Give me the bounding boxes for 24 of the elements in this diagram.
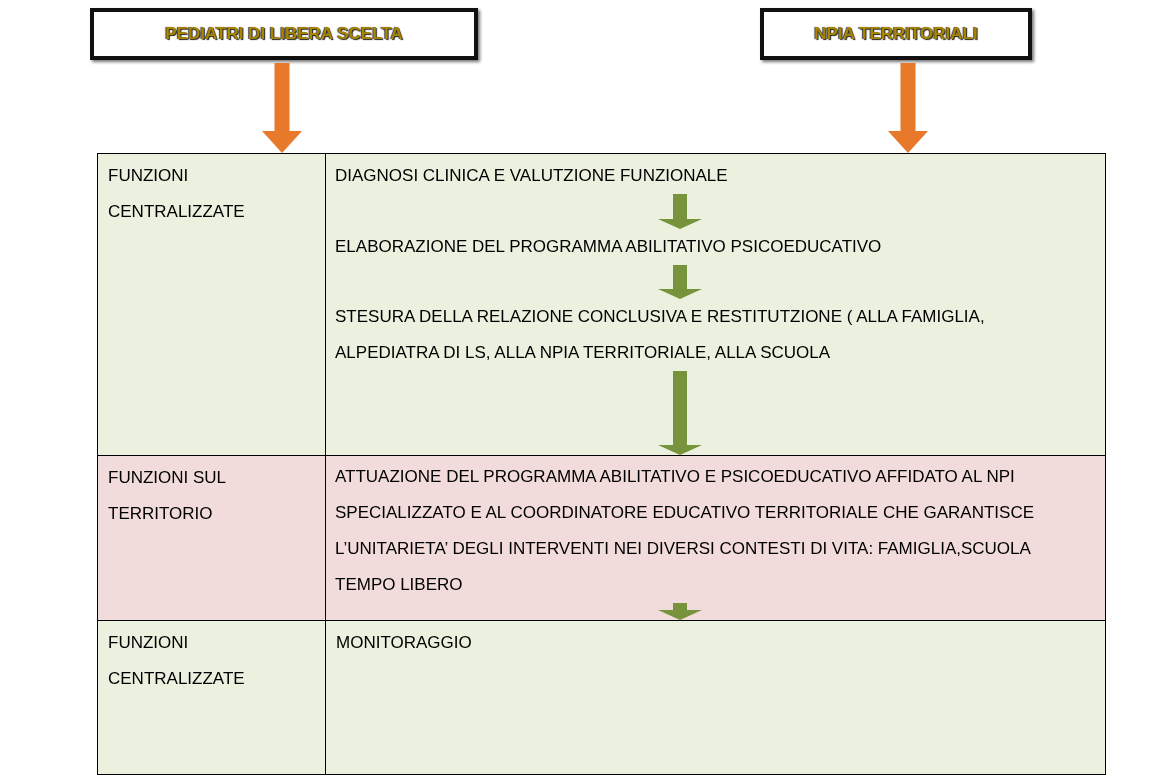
title-text: PEDIATRI DI LIBERA SCELTA — [165, 24, 403, 44]
arrow — [658, 603, 702, 620]
arrow — [658, 194, 702, 229]
table-cell — [97, 455, 326, 621]
table-cell — [325, 455, 1106, 621]
arrow — [262, 63, 302, 153]
table-cell — [97, 153, 326, 456]
table-cell — [97, 620, 326, 775]
step-text: DIAGNOSI CLINICA E VALUTZIONE FUNZIONALE — [335, 158, 1095, 194]
row-label: FUNZIONI CENTRALIZZATE — [107, 632, 246, 690]
row-label: FUNZIONI SUL TERRITORIO — [107, 467, 227, 525]
table-cell — [325, 620, 1106, 775]
title-box — [90, 8, 478, 60]
arrow — [658, 371, 702, 455]
title-box — [760, 8, 1032, 60]
arrow — [888, 63, 928, 153]
step-text: STESURA DELLA RELAZIONE CONCLUSIVA E RESTITUTZIONE ( ALLA FAMIGLIA, ALPEDIATRA DI LS, ALLA NPIA TERRITORIALE, ALLA SCUOLA — [335, 299, 1085, 371]
row-label: FUNZIONI CENTRALIZZATE — [107, 165, 246, 223]
step-text: ELABORAZIONE DEL PROGRAMMA ABILITATIVO PSICOEDUCATIVO — [335, 229, 1095, 265]
step-text: ATTUAZIONE DEL PROGRAMMA ABILITATIVO E PSICOEDUCATIVO AFFIDATO AL NPI SPECIALIZZATO E AL COORDINATORE EDUCATIVO TERRITORIALE CHE GARANTISCE L’UNITARIETA’ DEGLI INTERVENTI NEI DIVERSI CONTESTI DI VITA: FAMIGLIA,SCUOLA TEMPO LIBERO — [335, 459, 1090, 603]
row-label: MONITORAGGIO — [335, 632, 473, 654]
arrow — [658, 265, 702, 299]
table-cell — [325, 153, 1106, 456]
title-text: NPIA TERRITORIALI — [814, 24, 978, 44]
